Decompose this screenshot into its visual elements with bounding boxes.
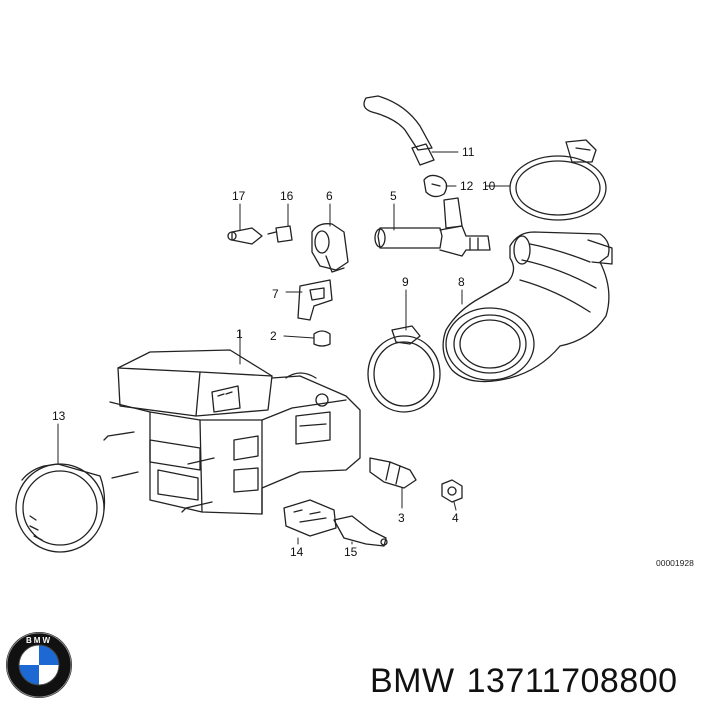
callout-labels: 1 2 3 4 5 6 7 8 9 10 11 12 13 14 15 16 1… — [52, 145, 694, 568]
callout-17: 17 — [232, 189, 246, 203]
part-intake-boot-8 — [442, 231, 613, 383]
brand-name: BMW — [370, 662, 455, 700]
part-clamp-12 — [423, 174, 448, 198]
part-plug-17 — [227, 227, 263, 245]
part-valve-5 — [374, 197, 491, 257]
callout-13: 13 — [52, 409, 66, 423]
callout-5: 5 — [390, 189, 397, 203]
callout-7: 7 — [272, 287, 279, 301]
callout-12: 12 — [460, 179, 474, 193]
diagram-reference-number: 00001928 — [656, 558, 694, 568]
callout-6: 6 — [326, 189, 333, 203]
callout-4: 4 — [452, 511, 459, 525]
part-connector-14 — [283, 499, 337, 537]
callout-9: 9 — [402, 275, 409, 289]
logo-lettering: BMW — [26, 636, 52, 645]
callout-1: 1 — [236, 327, 243, 341]
callout-3: 3 — [398, 511, 405, 525]
part-bracket-7 — [297, 279, 333, 321]
part-number: 13711708800 — [466, 662, 678, 700]
part-nut-4 — [441, 479, 463, 503]
callout-8: 8 — [458, 275, 465, 289]
part-hose-11 — [363, 95, 435, 166]
callout-14: 14 — [290, 545, 304, 559]
part-air-flow-meter-1 — [103, 349, 361, 515]
callout-15: 15 — [344, 545, 358, 559]
callout-2: 2 — [270, 329, 277, 343]
part-cap-2 — [313, 330, 331, 347]
part-sensor-3 — [369, 457, 417, 489]
callout-10: 10 — [482, 179, 496, 193]
part-ring-13 — [15, 463, 106, 553]
brand-part-number: BMW 13711708800 — [370, 662, 678, 701]
leader-lines — [57, 151, 511, 545]
callout-11: 11 — [462, 145, 475, 159]
part-sensor-6 — [311, 223, 349, 273]
callout-16: 16 — [280, 189, 294, 203]
part-fitting-16 — [267, 225, 293, 243]
part-clamp-10 — [509, 139, 607, 221]
part-boot-15 — [333, 515, 388, 547]
part-clamp-9 — [367, 325, 441, 413]
bmw-logo: BMW — [6, 632, 72, 698]
